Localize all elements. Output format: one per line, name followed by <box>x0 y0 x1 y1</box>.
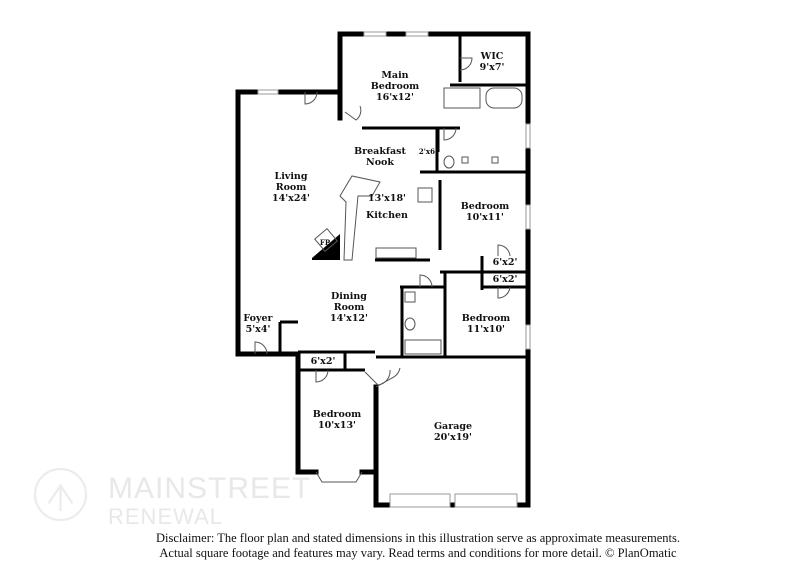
disclaimer: Disclaimer: The floor plan and stated di… <box>138 531 698 561</box>
room-label-pantry: 2'x6' <box>418 147 438 156</box>
window <box>525 204 531 230</box>
room-label-kitchen-size: 13'x18' <box>368 193 406 204</box>
room-name: Dining Room <box>331 291 367 313</box>
room-label-kitchen: Kitchen <box>366 210 408 221</box>
room-size: 10'x11' <box>466 212 504 223</box>
room-name: WIC <box>480 51 504 62</box>
room-size: 14'x24' <box>272 193 310 204</box>
window <box>525 324 531 350</box>
room-name: Bedroom <box>312 409 362 420</box>
room-name: Bedroom <box>460 201 510 212</box>
window <box>363 31 387 37</box>
fireplace-hearth <box>312 234 340 260</box>
watermark-brand: MAINSTREET <box>108 472 312 505</box>
outer-wall <box>235 89 379 508</box>
room-label-breakfast-nook: Breakfast Nook <box>354 146 406 168</box>
room-size: 16'x12' <box>376 92 414 103</box>
disclaimer-line-2: Actual square footage and features may v… <box>159 546 677 560</box>
garage-door <box>454 493 518 508</box>
room-name: Foyer <box>243 313 273 324</box>
room-label-closet-a: 6'x2' <box>492 257 518 268</box>
room-size: 20'x19' <box>434 432 472 443</box>
interior-walls <box>278 34 528 372</box>
room-size: 10'x13' <box>318 420 356 431</box>
watermark-logo-icon <box>22 466 102 530</box>
fireplace <box>314 228 338 252</box>
door-swings <box>254 57 511 388</box>
disclaimer-line-1: Disclaimer: The floor plan and stated di… <box>156 531 680 545</box>
window <box>257 89 279 95</box>
room-size: 14'x12' <box>330 313 368 324</box>
room-size: 5'x4' <box>245 324 271 335</box>
window <box>525 123 531 149</box>
garage-door <box>389 493 451 508</box>
room-name: Garage <box>433 421 473 432</box>
room-size: 9'x7' <box>479 62 505 73</box>
room-label-closet-b: 6'x2' <box>492 274 518 285</box>
room-label-fireplace: FP <box>319 238 331 247</box>
bath-fixtures <box>404 87 523 355</box>
room-name: Living Room <box>274 171 308 193</box>
room-name: Main Bedroom <box>370 70 420 92</box>
room-label-closet-c: 6'x2' <box>310 356 336 367</box>
room-size: 11'x10' <box>467 324 505 335</box>
bay-window <box>315 471 363 483</box>
window <box>405 31 429 37</box>
room-name: Bedroom <box>461 313 511 324</box>
kitchen-counters <box>339 175 433 261</box>
watermark-sub: RENEWAL <box>108 504 223 529</box>
